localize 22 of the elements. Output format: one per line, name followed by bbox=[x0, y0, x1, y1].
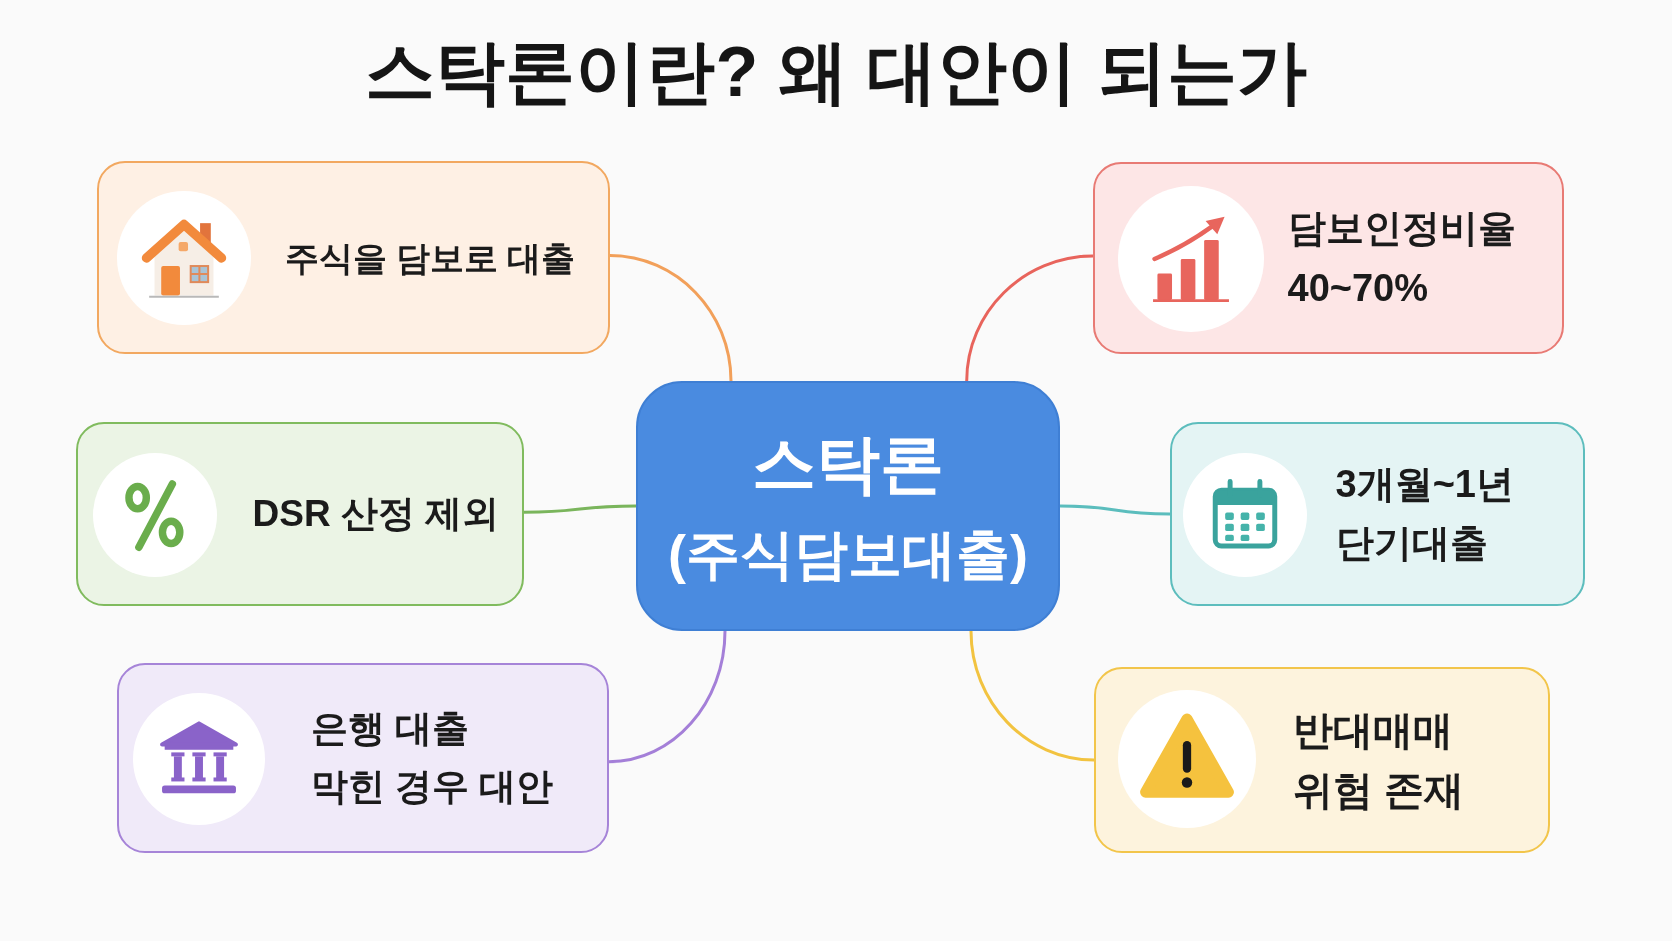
info-card bbox=[1093, 162, 1564, 354]
label-text: 담보인정비율 40~70% bbox=[1287, 205, 1516, 311]
info-card bbox=[1170, 422, 1585, 606]
connector-line bbox=[1058, 504, 1172, 516]
label-text: 3개월~1년 단기대출 bbox=[1335, 462, 1514, 566]
info-card bbox=[76, 422, 524, 606]
label-text: 반대매매 위험 존재 bbox=[1292, 707, 1464, 814]
info-card bbox=[1094, 667, 1550, 853]
connector-line bbox=[965, 254, 1095, 383]
title: 스탁론이란? 왜 대안이 되는가 bbox=[365, 32, 1307, 113]
info-card bbox=[117, 663, 609, 853]
connector-line bbox=[969, 629, 1096, 762]
connector-line bbox=[522, 504, 638, 514]
connector-line bbox=[608, 254, 733, 383]
connector-line bbox=[607, 629, 727, 764]
label-text: 주식을 담보로 대출 bbox=[284, 237, 576, 278]
topic-heading: 스탁론 bbox=[752, 426, 944, 502]
info-card bbox=[97, 161, 610, 354]
label-text: 은행 대출 막힌 경우 대안 bbox=[310, 706, 554, 809]
label-text: DSR 산정 제외 bbox=[252, 492, 500, 537]
topic-subheading: (주식담보대출) bbox=[668, 523, 1028, 587]
topic-card bbox=[636, 381, 1060, 631]
